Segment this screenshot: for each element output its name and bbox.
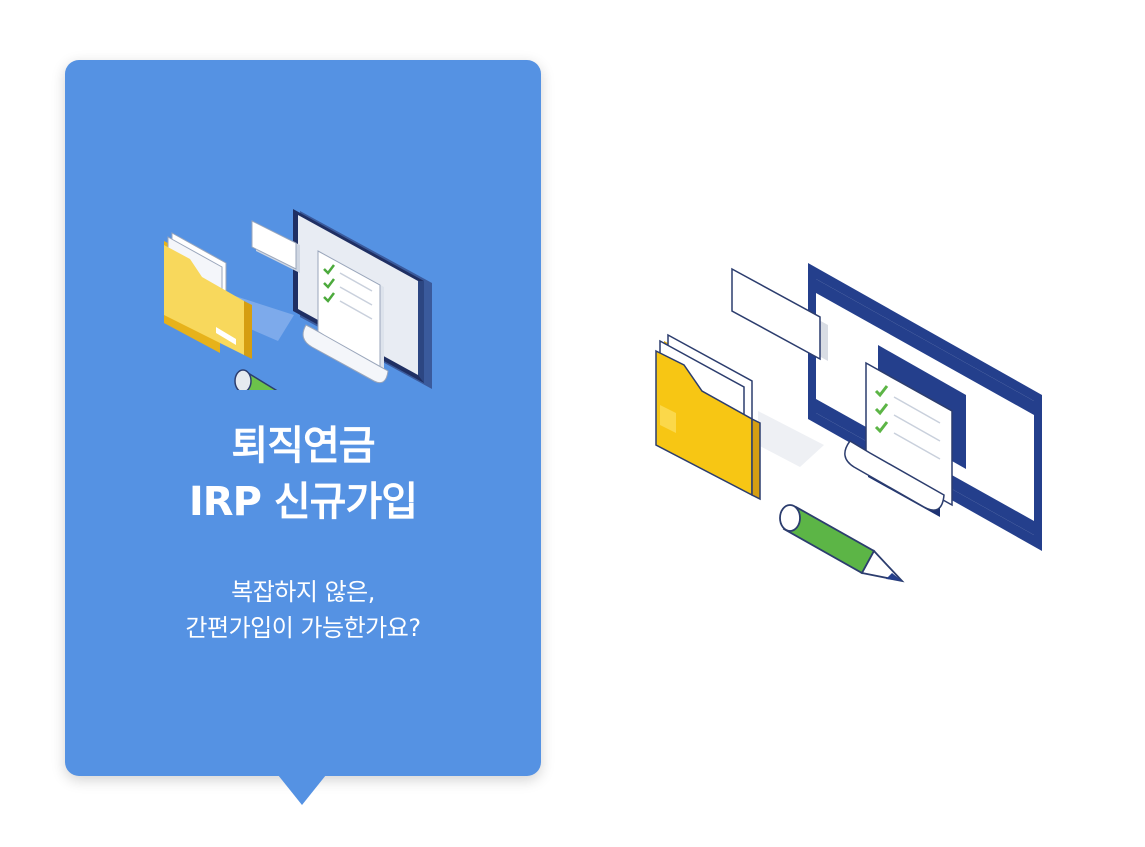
pencil-icon: [779, 504, 905, 583]
message-box-icon: [251, 220, 300, 273]
card-subtitle: 복잡하지 않은, 간편가입이 가능한가요?: [65, 574, 541, 646]
folder-icon: [164, 232, 252, 359]
checklist-document-icon: [302, 250, 389, 384]
message-box-icon: [731, 267, 828, 361]
card-illustration: [164, 209, 432, 390]
right-illustration: [655, 263, 1042, 583]
card-subtitle-line-1: 복잡하지 않은,: [231, 578, 375, 606]
card-subtitle-line-2: 간편가입이 가능한가요?: [185, 614, 421, 642]
card-title-line-1: 퇴직연금: [231, 423, 375, 469]
card-title-line-2: IRP 신규가입: [188, 479, 418, 525]
card-title: 퇴직연금 IRP 신규가입: [65, 418, 541, 530]
pencil-icon: [234, 369, 278, 390]
checklist-document-icon: [844, 345, 966, 511]
card-pointer: [278, 775, 326, 805]
irp-signup-card[interactable]: 퇴직연금 IRP 신규가입 복잡하지 않은, 간편가입이 가능한가요?: [65, 60, 541, 776]
folder-icon: [655, 333, 761, 501]
